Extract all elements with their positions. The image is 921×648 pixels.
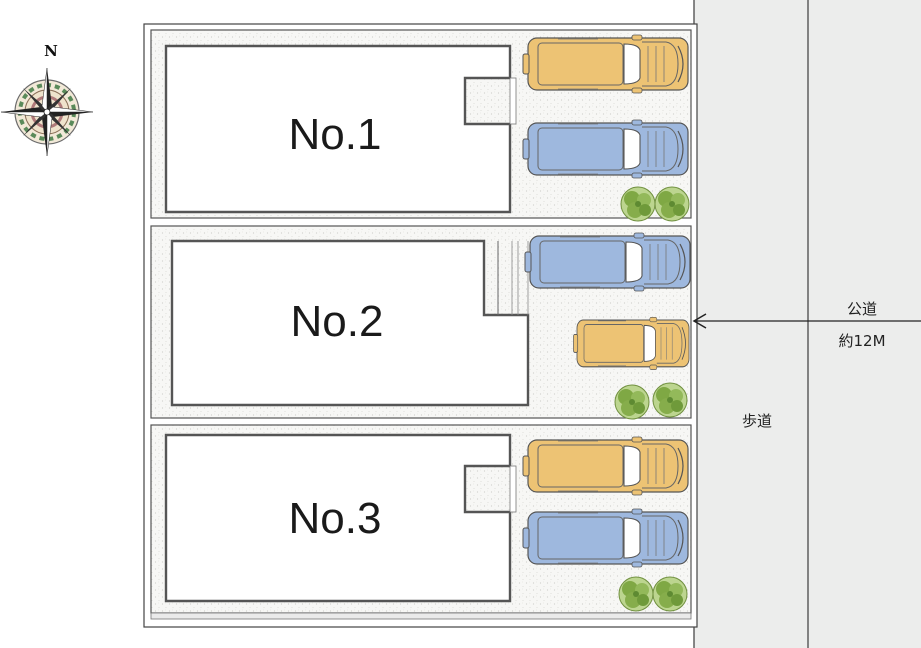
road-area xyxy=(693,0,921,648)
public-road xyxy=(808,0,921,648)
tree-icon xyxy=(652,576,688,612)
road-access-arrow xyxy=(692,313,921,329)
compass-north-label: N xyxy=(44,42,58,60)
tree-icon xyxy=(652,382,688,418)
house-footprint-3 xyxy=(164,433,512,603)
parked-car xyxy=(522,119,689,179)
compass-rose-icon xyxy=(0,67,94,157)
parked-car xyxy=(522,436,689,496)
tree-icon xyxy=(618,576,654,612)
parked-car xyxy=(522,508,689,568)
parked-car xyxy=(522,34,689,94)
sidewalk xyxy=(694,0,808,648)
lot-label-1: No.1 xyxy=(289,110,382,159)
public-road-label: 公道 xyxy=(847,300,877,318)
boundary-strip xyxy=(150,612,692,620)
tree-icon xyxy=(654,186,690,222)
lot-1: No.1 xyxy=(150,29,692,222)
lot-label-2: No.2 xyxy=(291,297,384,346)
lot-label-3: No.3 xyxy=(289,494,382,543)
tree-icon xyxy=(620,186,656,222)
parked-car xyxy=(572,316,690,371)
parked-car xyxy=(524,232,691,292)
lot-3: No.3 xyxy=(150,424,692,614)
sidewalk-label: 歩道 xyxy=(742,412,772,430)
lot-2: No.2 xyxy=(150,225,692,420)
house-footprint-1 xyxy=(164,44,512,214)
tree-icon xyxy=(614,384,650,420)
public-road-width: 約12M xyxy=(838,332,885,350)
